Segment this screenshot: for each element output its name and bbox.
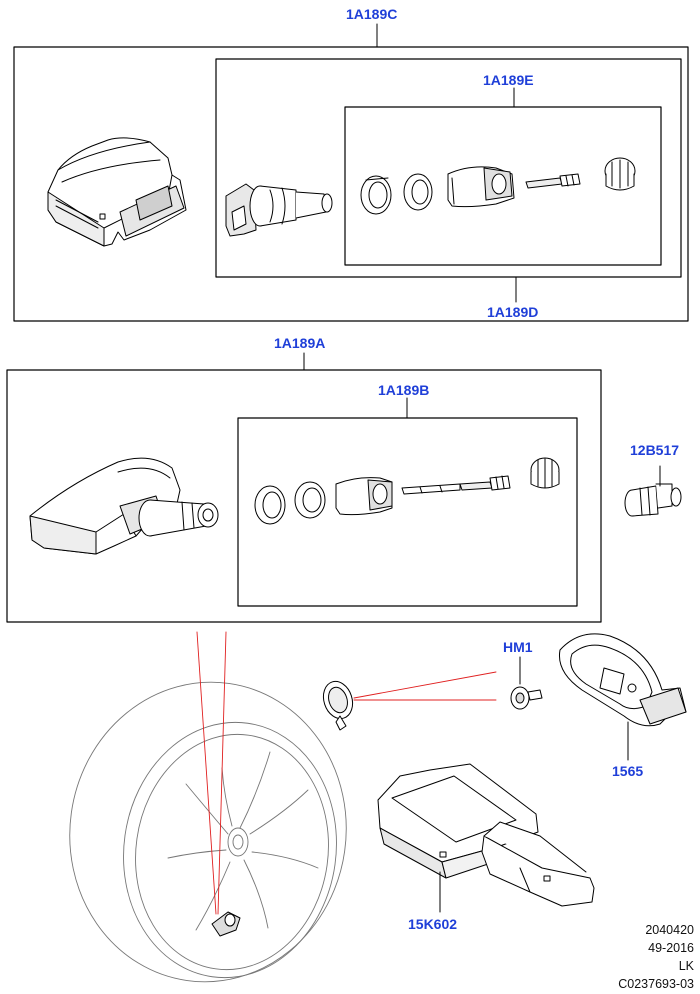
valve-core-2	[401, 475, 511, 495]
reference-line-1: 2040420	[645, 923, 694, 937]
wheel-sensor-detail	[211, 911, 241, 937]
kit-1a189c-frame	[13, 46, 689, 322]
callout-12b517[interactable]: 12B517	[630, 442, 680, 458]
module-15k602	[377, 763, 595, 913]
callout-1a189e[interactable]: 1A189E	[483, 72, 534, 88]
callout-1a189a[interactable]: 1A189A	[274, 335, 326, 351]
valve-core-1	[525, 173, 581, 189]
valve-stem-1	[225, 183, 333, 237]
kit-1a189d-frame	[215, 58, 682, 278]
valve-nut-2	[335, 477, 393, 516]
fastener-hm1	[510, 656, 543, 710]
callout-1a189c[interactable]: 1A189C	[346, 6, 398, 22]
seal-ring-1	[360, 175, 392, 215]
callout-1a189b[interactable]: 1A189B	[378, 382, 430, 398]
callout-15k602[interactable]: 15K602	[408, 916, 458, 932]
valve-cap-2	[530, 457, 560, 489]
seal-ring-3	[254, 485, 286, 525]
kit-1a189c-group	[13, 23, 689, 322]
tpms-sensor-block	[47, 137, 187, 247]
kit-1a189e-frame	[344, 106, 662, 266]
wheel-tyre	[69, 681, 347, 983]
valve-nut-1	[447, 166, 515, 208]
reference-line-2: 49-2016	[648, 941, 694, 955]
red-sight-lines	[196, 631, 497, 915]
reference-line-4: C0237693-03	[618, 977, 694, 991]
seal-ring-4	[294, 481, 326, 519]
callout-1a189d[interactable]: 1A189D	[487, 304, 539, 320]
kit-1a189b-frame	[237, 417, 578, 607]
seal-ring-2	[403, 173, 433, 211]
transmitter-small	[322, 680, 354, 731]
callout-1565[interactable]: 1565	[612, 763, 644, 779]
reference-line-3: LK	[678, 959, 694, 973]
callout-hm1[interactable]: HM1	[503, 639, 533, 655]
valve-cap-1	[604, 157, 636, 191]
tpms-sensor-banded	[29, 457, 219, 555]
kit-1a189a-group	[6, 352, 602, 623]
part-12b517-valve	[624, 465, 682, 517]
bracket-1565	[558, 633, 687, 761]
